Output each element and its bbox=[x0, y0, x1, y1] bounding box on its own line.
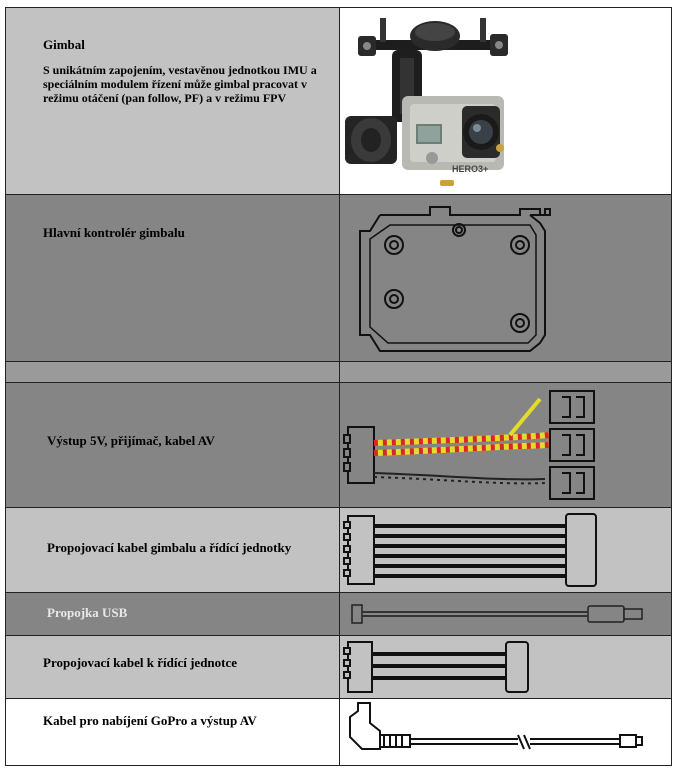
gimbal-description: S unikátním zapojením, vestavěnou jednot… bbox=[43, 63, 317, 105]
row-controller: Hlavní kontrolér gimbalu bbox=[5, 194, 672, 362]
controller-image-cell bbox=[339, 194, 672, 362]
usb-cable-image bbox=[351, 604, 643, 624]
controller-cable-title: Propojovací kabel k řídící jednotce bbox=[43, 655, 238, 670]
row-5v-output: Výstup 5V, přijímač, kabel AV bbox=[5, 382, 672, 508]
usb-image-cell bbox=[339, 592, 672, 636]
parts-table: Gimbal S unikátním zapojením, vestavěnou… bbox=[5, 7, 672, 766]
controller-cable-label-cell: Propojovací kabel k řídící jednotce bbox=[5, 635, 340, 699]
gopro-cable-image bbox=[349, 702, 643, 750]
gopro-cable-image-cell bbox=[339, 698, 672, 766]
gimbal-image: HERO3+ bbox=[340, 8, 671, 194]
controller-title: Hlavní kontrolér gimbalu bbox=[43, 225, 185, 240]
gimbal-image-cell: HERO3+ bbox=[339, 7, 672, 195]
controller-cable-image-cell bbox=[339, 635, 672, 699]
controller-label-cell: Hlavní kontrolér gimbalu bbox=[5, 194, 340, 362]
5v-title: Výstup 5V, přijímač, kabel AV bbox=[47, 433, 215, 448]
usb-label-cell: Propojka USB bbox=[5, 592, 340, 636]
spacer-left bbox=[5, 361, 340, 383]
gimbal-cable-title: Propojovací kabel gimbalu a řídící jedno… bbox=[47, 540, 292, 555]
row-gimbal: Gimbal S unikátním zapojením, vestavěnou… bbox=[5, 7, 672, 195]
gopro-cable-title: Kabel pro nabíjení GoPro a výstup AV bbox=[43, 713, 257, 728]
5v-cable-image bbox=[343, 390, 595, 500]
controller-cable-image bbox=[343, 641, 529, 693]
gopro-cable-label-cell: Kabel pro nabíjení GoPro a výstup AV bbox=[5, 698, 340, 766]
5v-image-cell bbox=[339, 382, 672, 508]
row-gopro-cable: Kabel pro nabíjení GoPro a výstup AV bbox=[5, 698, 672, 766]
5v-label-cell: Výstup 5V, přijímač, kabel AV bbox=[5, 382, 340, 508]
row-gimbal-cable: Propojovací kabel gimbalu a řídící jedno… bbox=[5, 507, 672, 593]
gimbal-label-cell: Gimbal S unikátním zapojením, vestavěnou… bbox=[5, 7, 340, 195]
gimbal-cable-label-cell: Propojovací kabel gimbalu a řídící jedno… bbox=[5, 507, 340, 593]
gimbal-cable-image bbox=[343, 513, 597, 587]
controller-image bbox=[359, 206, 551, 352]
row-controller-cable: Propojovací kabel k řídící jednotce bbox=[5, 635, 672, 699]
spacer-right bbox=[339, 361, 672, 383]
gimbal-title: Gimbal bbox=[43, 37, 85, 52]
row-spacer bbox=[5, 361, 672, 383]
gimbal-cable-image-cell bbox=[339, 507, 672, 593]
camera-badge: HERO3+ bbox=[452, 164, 488, 174]
usb-title: Propojka USB bbox=[47, 605, 128, 620]
row-usb: Propojka USB bbox=[5, 592, 672, 636]
